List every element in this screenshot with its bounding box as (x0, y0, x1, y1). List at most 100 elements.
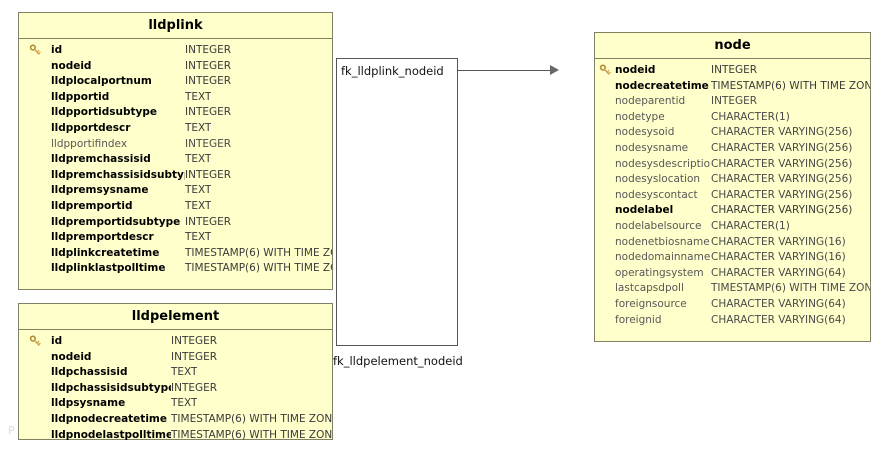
field-name: lldpchassisid (51, 366, 128, 379)
field-type: TIMESTAMP(6) WITH TIME ZONE (185, 262, 332, 275)
field-type: TEXT (171, 366, 198, 379)
field-name: nodecreatetime (615, 79, 709, 92)
field-type: INTEGER (171, 335, 218, 347)
field-name: lldpportifindex (51, 137, 128, 150)
field-type: INTEGER (185, 44, 232, 56)
field-type: TIMESTAMP(6) WITH TIME ZONE (171, 412, 332, 425)
field-row[interactable]: lldpremchassisid TEXT (19, 152, 332, 168)
field-row[interactable]: lldplinklastpolltime TIMESTAMP(6) WITH TI… (19, 261, 332, 277)
field-type: CHARACTER(1) (711, 110, 790, 123)
field-name: nodedomainname (615, 251, 711, 264)
field-name: lldpremportidsubtype (51, 215, 181, 228)
field-name: lldpremsysname (51, 184, 149, 197)
field-type: TEXT (185, 184, 212, 197)
relationship-label-fk-lldplink-nodeid: fk_lldplink_nodeid (341, 64, 444, 78)
field-type: TIMESTAMP(6) WITH TIME ZONE (711, 79, 870, 92)
field-row[interactable]: lldpremportidsubtype INTEGER (19, 215, 332, 231)
field-name: nodelabel (615, 204, 674, 217)
primary-key-cell (595, 64, 615, 77)
field-name: lastcapsdpoll (615, 282, 684, 295)
field-name: nodesysdescription (615, 157, 711, 170)
field-row[interactable]: lldpremsysname TEXT (19, 183, 332, 199)
field-type: INTEGER (185, 215, 232, 228)
field-row[interactable]: nodeid INTEGER (19, 350, 332, 366)
field-type: TIMESTAMP(6) WITH TIME ZONE (185, 246, 332, 259)
watermark-text: P (8, 424, 15, 437)
field-name: lldpremchassisid (51, 153, 151, 166)
field-type: CHARACTER VARYING(256) (711, 157, 853, 170)
field-type: INTEGER (185, 59, 232, 72)
field-type: INTEGER (171, 381, 218, 394)
field-type: INTEGER (171, 350, 218, 363)
field-row[interactable]: nodelabel CHARACTER VARYING(256) (595, 203, 870, 219)
field-type: CHARACTER VARYING(64) (711, 313, 846, 326)
field-name: lldpremportid (51, 199, 133, 212)
field-type: CHARACTER VARYING(256) (711, 141, 853, 154)
entity-table-title-lldpelement: lldpelement (19, 304, 332, 330)
field-name: nodeid (51, 350, 92, 363)
field-row[interactable]: lldpremportdescr TEXT (19, 230, 332, 246)
field-row[interactable]: lldpportifindex INTEGER (19, 137, 332, 153)
field-name: operatingsystem (615, 266, 704, 279)
field-row[interactable]: nodeid INTEGER (19, 59, 332, 75)
field-type: CHARACTER VARYING(64) (711, 266, 846, 279)
field-name: nodeid (51, 59, 92, 72)
connector-segment-to-node (458, 70, 550, 71)
field-type: TIMESTAMP(6) WITH TIME ZONE (171, 428, 332, 441)
arrow-head-icon (550, 65, 559, 75)
primary-key-cell (19, 335, 51, 348)
field-type: CHARACTER VARYING(256) (711, 204, 853, 217)
field-type: INTEGER (185, 168, 232, 181)
field-type: INTEGER (711, 95, 758, 108)
field-name: nodenetbiosname (615, 235, 710, 248)
field-type: INTEGER (185, 106, 232, 119)
field-name: nodetype (615, 110, 665, 123)
field-type: TEXT (185, 231, 212, 244)
field-row[interactable]: nodetype CHARACTER(1) (595, 110, 870, 126)
entity-table-title-lldplink: lldplink (19, 13, 332, 39)
field-type: INTEGER (185, 137, 232, 150)
primary-key-cell (19, 44, 51, 57)
field-type: CHARACTER VARYING(16) (711, 251, 846, 264)
field-type: TEXT (171, 397, 198, 410)
field-name: lldpremportdescr (51, 231, 154, 244)
field-type: TEXT (185, 153, 212, 166)
field-row[interactable]: operatingsystem CHARACTER VARYING(64) (595, 266, 870, 282)
field-name: nodesysoid (615, 126, 675, 139)
field-row[interactable]: lldpchassisid TEXT (19, 365, 332, 381)
field-name: lldplinklastpolltime (51, 262, 166, 275)
field-name: nodesyslocation (615, 173, 701, 186)
